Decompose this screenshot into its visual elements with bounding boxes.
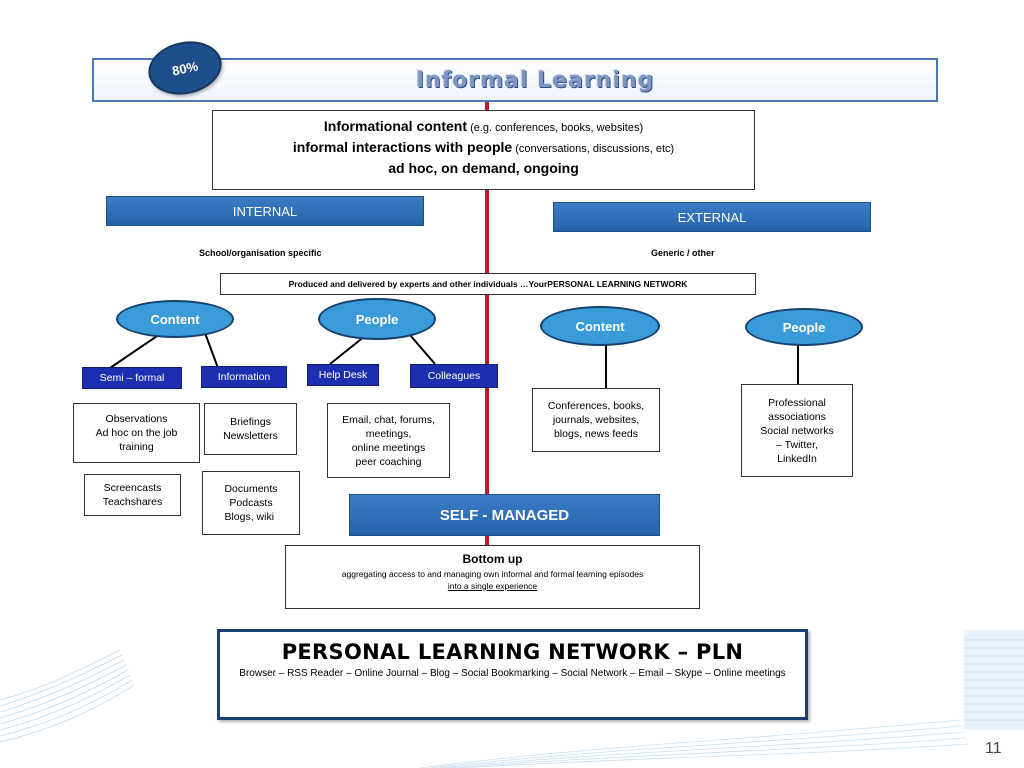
network-strip-text: Produced and delivered by experts and ot… [288, 279, 548, 289]
info-line3-bold: ad hoc, on demand, ongoing [388, 160, 579, 176]
network-strip: Produced and delivered by experts and ot… [220, 273, 756, 295]
semi-formal-label: Semi – formal [82, 367, 182, 389]
swoosh-right-decoration [964, 630, 1024, 730]
informal-learning-description: Informational content (e.g. conferences,… [212, 110, 755, 190]
title-banner: Informal Learning [92, 58, 938, 102]
box-line: Conferences, books, [547, 400, 645, 412]
info-line1-note: (e.g. conferences, books, websites) [467, 122, 644, 134]
oval-label: People [782, 319, 826, 335]
box-line: Teachshares [102, 496, 163, 508]
pln-subtitle: Browser – RSS Reader – Online Journal – … [239, 668, 786, 679]
box-line: blogs, news feeds [553, 428, 639, 440]
diagram-title: Informal Learning [415, 67, 655, 93]
internal-content-oval: Content [116, 300, 234, 338]
email-box: Email, chat, forums,meetings,online meet… [327, 403, 450, 478]
box-line: Documents [224, 483, 278, 495]
internal-sublabel: School/organisation specific [199, 248, 322, 258]
box-line: associations [768, 410, 826, 423]
box-line: online meetings [351, 441, 426, 454]
internal-people-oval: People [318, 298, 436, 340]
swoosh-left-decoration [0, 649, 135, 743]
external-sublabel: Generic / other [651, 248, 715, 258]
info-line2-note: (conversations, discussions, etc) [512, 143, 675, 155]
external-people-oval: People [745, 308, 863, 346]
self-managed-label: SELF - MANAGED [439, 506, 570, 524]
pln-box: PERSONAL LEARNING NETWORK – PLN Browser … [217, 629, 808, 720]
box-line: training [119, 441, 154, 453]
sub-label: Help Desk [318, 369, 368, 381]
box-line: Email, chat, forums, [342, 413, 435, 426]
pln-title: PERSONAL LEARNING NETWORK – PLN [281, 640, 744, 664]
conferences-box: Conferences, books, journals, websites, bl… [532, 388, 660, 452]
bottom-up-box: Bottom up aggregating access to and mana… [285, 545, 700, 609]
percentage-label: 80% [170, 57, 200, 79]
oval-label: People [355, 311, 399, 327]
box-line: Social networks [760, 424, 834, 437]
box-line: journals, websites, [552, 414, 640, 426]
info-line1-bold: Informational content [323, 118, 468, 134]
swoosh-bottom-decoration [419, 719, 969, 768]
box-line: LinkedIn [777, 452, 817, 465]
box-line: peer coaching [355, 455, 422, 468]
connector-lines [109, 332, 799, 388]
self-managed-band: SELF - MANAGED [349, 494, 660, 536]
colleagues-label: Colleagues [410, 364, 498, 388]
page-number: 11 [985, 740, 1002, 757]
box-line: meetings, [365, 427, 412, 440]
sub-label: Information [217, 371, 271, 383]
observations-box: Observations Ad hoc on the job training [73, 403, 200, 463]
box-line: Screencasts [103, 482, 162, 494]
bottom-up-heading: Bottom up [462, 552, 523, 566]
box-line: Professional [768, 396, 826, 409]
sub-label: Colleagues [427, 370, 481, 382]
external-content-oval: Content [540, 306, 660, 346]
box-line: Briefings [230, 416, 271, 428]
box-line: Ad hoc on the job [95, 427, 178, 439]
box-line: – Twitter, [776, 438, 818, 451]
sub-label: Semi – formal [99, 372, 165, 384]
information-label: Information [201, 366, 287, 388]
bottom-up-line1: aggregating access to and managing own i… [341, 569, 644, 579]
oval-label: Content [150, 311, 200, 327]
info-line2-bold: informal interactions with people [292, 139, 513, 155]
external-band: EXTERNAL [553, 202, 871, 232]
box-line: Observations [105, 413, 168, 425]
bottom-up-line2: into a single experience [447, 581, 538, 591]
box-line: Newsletters [223, 430, 278, 442]
box-line: Blogs, wiki [224, 511, 275, 523]
help-desk-label: Help Desk [307, 364, 379, 386]
network-strip-bold: PERSONAL LEARNING NETWORK [547, 279, 688, 289]
box-line: Podcasts [229, 497, 273, 509]
internal-band: INTERNAL [106, 196, 424, 226]
external-label: EXTERNAL [677, 209, 747, 225]
oval-label: Content [575, 318, 625, 334]
internal-label: INTERNAL [232, 203, 298, 219]
